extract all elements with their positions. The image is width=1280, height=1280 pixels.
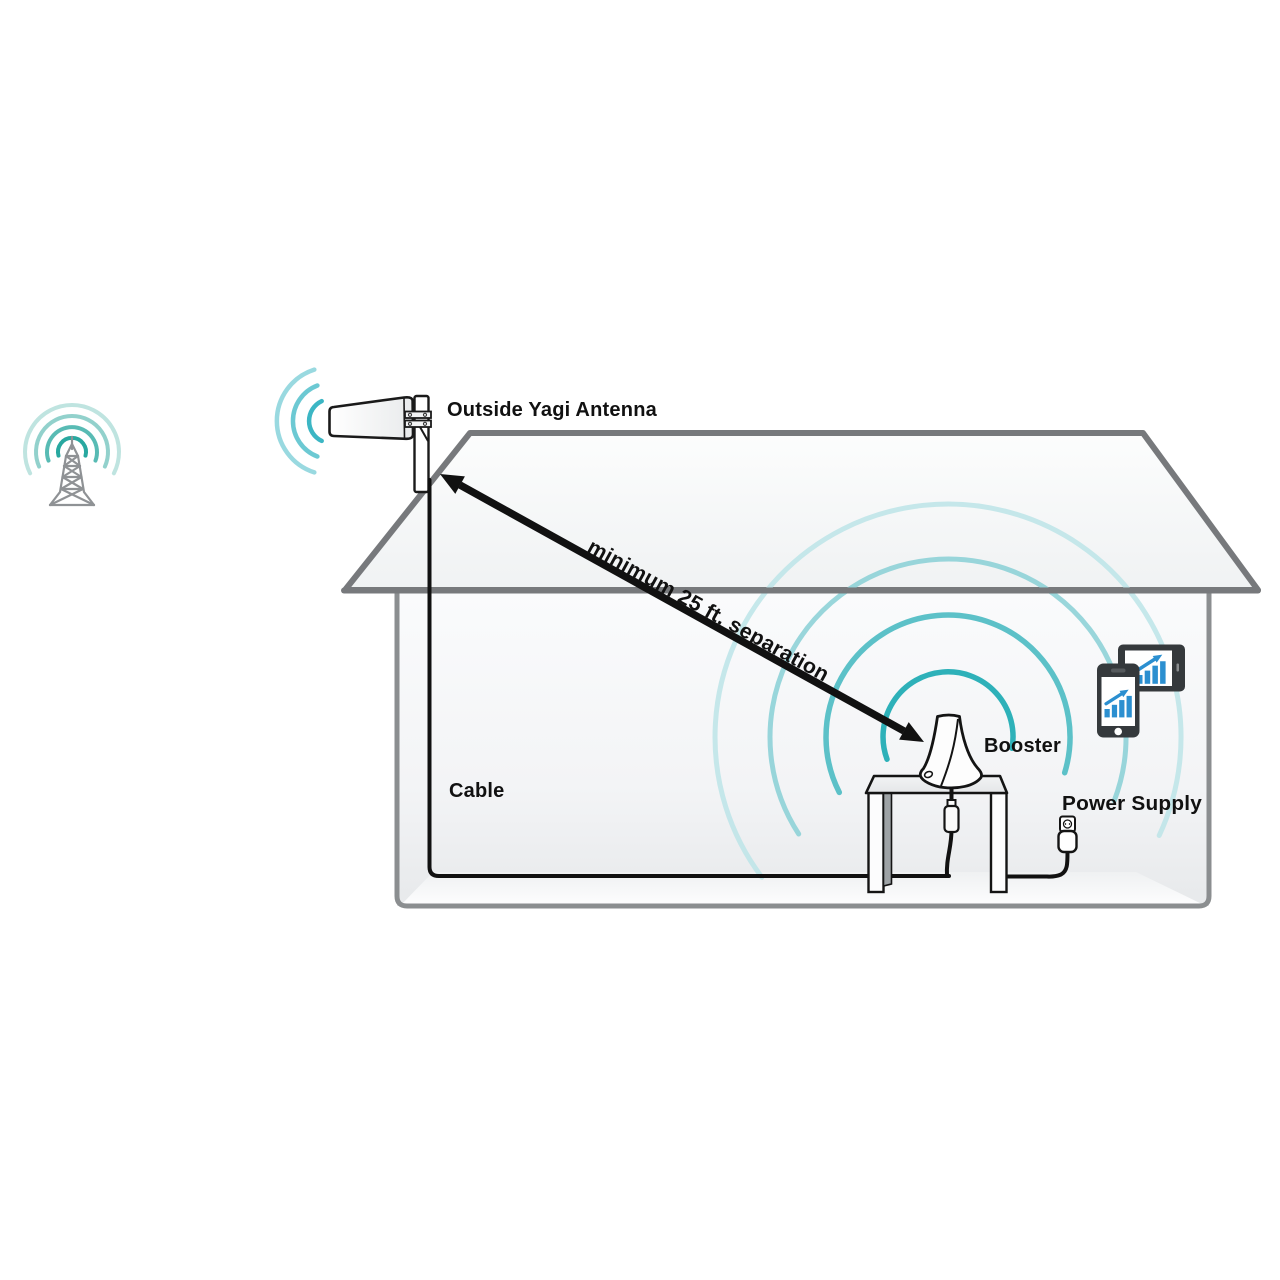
signal-arc [34, 414, 110, 469]
booster-icon [918, 713, 983, 790]
table-icon [864, 774, 1009, 894]
signal-arc [290, 383, 320, 459]
arrowhead-left [440, 474, 465, 494]
phone-icon [1097, 663, 1140, 738]
signal-arc [45, 425, 99, 463]
signal-arc [823, 612, 1073, 796]
house-interior-wall [397, 590, 1209, 906]
separation-arrow-icon [440, 474, 924, 742]
outside-antenna-label: Outside Yagi Antenna [447, 399, 658, 421]
cable-connector-body [943, 804, 960, 834]
table-leg-left-depth [882, 792, 893, 888]
signal-arc [306, 398, 324, 444]
power-cord-line [1002, 850, 1070, 879]
antenna-mast [413, 394, 430, 494]
booster-cable [943, 787, 960, 878]
house-body-outline [394, 590, 1212, 909]
signal-arc [274, 367, 317, 475]
tower-signal-arcs-icon [23, 403, 121, 476]
power-supply-label: Power Supply [1062, 793, 1203, 815]
phone-speaker [1111, 668, 1126, 673]
power-supply-assembly [1002, 815, 1078, 879]
yagi-antenna-icon [328, 396, 415, 441]
booster-foot [923, 770, 934, 779]
yagi-antenna-assembly [274, 367, 432, 494]
outlet-socket [1062, 819, 1073, 829]
signal-arc [880, 669, 1016, 762]
tablet-side-button [1176, 663, 1179, 672]
cable-label: Cable [449, 780, 504, 802]
cell-tower-icon [23, 403, 121, 507]
table-leg-left [867, 791, 885, 894]
tower-lattice [48, 435, 96, 507]
booster-crease [940, 718, 959, 787]
signal-arc [23, 403, 121, 476]
antenna-signal-arcs-icon [274, 367, 324, 475]
signal-bars-icon [1136, 654, 1166, 684]
roof [342, 430, 1261, 593]
signal-bars-icon [1104, 689, 1132, 718]
phone-home-button [1114, 727, 1122, 736]
coax-cable-line [427, 478, 951, 878]
antenna-bracket [404, 410, 432, 442]
plug-icon [1057, 829, 1078, 854]
booster-label: Booster [984, 735, 1061, 757]
booster-body [918, 713, 983, 790]
table-leg-right [989, 791, 1008, 894]
arrowhead-right [899, 722, 924, 742]
